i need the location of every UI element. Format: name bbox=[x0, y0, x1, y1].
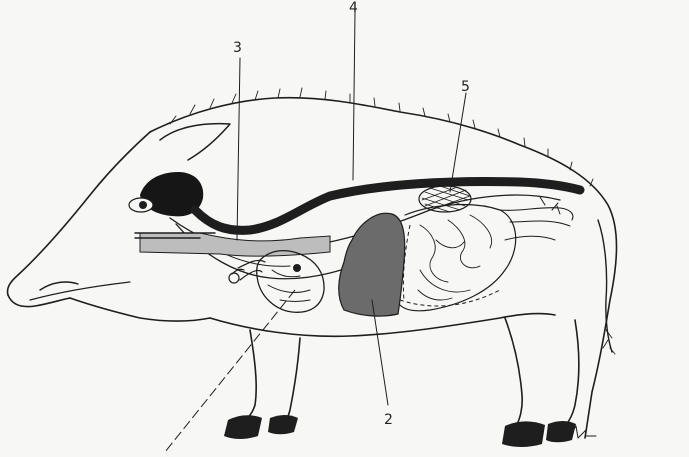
leader-line-3 bbox=[237, 58, 240, 240]
eye bbox=[129, 198, 153, 212]
leader-lines bbox=[165, 12, 466, 452]
label-3: 3 bbox=[233, 40, 242, 56]
leader-line-4 bbox=[353, 12, 355, 180]
dotted-gland bbox=[135, 233, 330, 256]
intestines bbox=[400, 186, 516, 311]
rear-vessels bbox=[500, 197, 573, 240]
label-4: 4 bbox=[349, 0, 358, 16]
label-2: 2 bbox=[384, 412, 393, 428]
label-5: 5 bbox=[461, 79, 470, 95]
heart-region bbox=[229, 251, 324, 313]
boar-body-outline bbox=[7, 88, 616, 447]
